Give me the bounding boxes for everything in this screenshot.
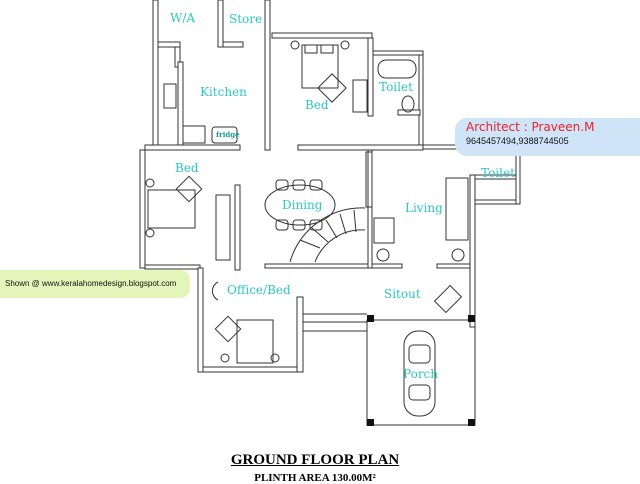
- room-label-bed-left: Bed: [175, 161, 199, 175]
- room-label-dining: Dining: [282, 198, 323, 212]
- room-label-office-bed: Office/Bed: [227, 283, 291, 297]
- source-text: Shown @ www.keralahomedesign.blogspot.co…: [5, 279, 177, 288]
- fridge-label: fridge: [216, 130, 240, 139]
- room-label-wa: W/A: [170, 11, 196, 25]
- plan-title: GROUND FLOOR PLAN: [230, 452, 400, 468]
- porch-slab: [366, 319, 476, 426]
- room-label-toilet-right: Toilet: [481, 166, 515, 180]
- room-label-living: Living: [405, 201, 443, 215]
- kitchen-fixtures: [163, 83, 238, 144]
- room-label-toilet-top: Toilet: [379, 80, 413, 94]
- room-label-kitchen: Kitchen: [200, 85, 247, 99]
- car-icon: [403, 330, 436, 417]
- room-label-store: Store: [229, 12, 263, 26]
- walls: [139, 0, 521, 373]
- room-label-bed-top: Bed: [305, 98, 329, 112]
- architect-name: Architect : Praveen.M: [466, 120, 595, 134]
- bed-icon-top: [290, 40, 368, 113]
- plinth-area: PLINTH AREA 130.00M²: [254, 472, 376, 484]
- source-banner: Shown @ www.keralahomedesign.blogspot.co…: [0, 270, 190, 298]
- staircase: [289, 151, 373, 263]
- architect-banner: Architect : Praveen.M 9645457494,9388744…: [455, 118, 640, 156]
- bathtub-icon: [377, 59, 417, 113]
- columns: [367, 315, 475, 426]
- sofa-icon: [373, 177, 469, 314]
- architect-phone: 9645457494,9388744505: [466, 136, 569, 146]
- room-label-porch: Porch: [403, 367, 438, 381]
- bed-icon-left: [145, 175, 231, 261]
- bed-icon-office: [211, 281, 280, 364]
- dining-table-icon: [264, 179, 336, 231]
- room-label-sitout: Sitout: [384, 287, 421, 301]
